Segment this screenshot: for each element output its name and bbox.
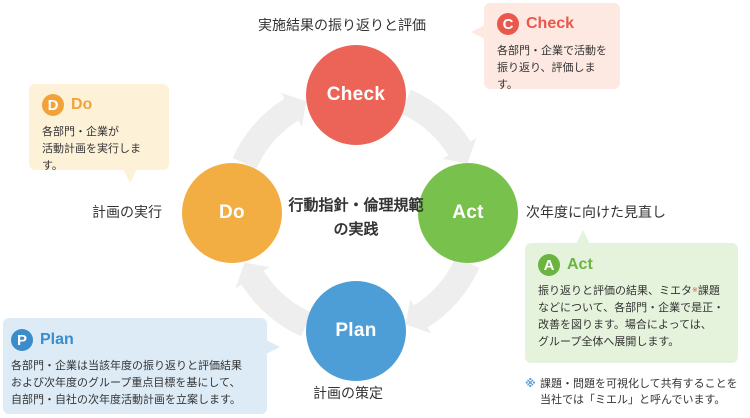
footnote: ※ 課題・問題を可視化して共有することを 当社では「ミエル」と呼んでいます。 (525, 376, 747, 408)
do-callout-header: D Do (42, 94, 159, 116)
center-title-line-2: の実践 (333, 220, 379, 238)
plan-caption: 計画の策定 (313, 386, 383, 402)
footnote-line: 当社では「ミエル」と呼んでいます。 (540, 393, 726, 406)
plan-callout-title: Plan (40, 331, 74, 348)
check-callout-title: Check (526, 15, 575, 32)
plan-circle: Plan (306, 281, 406, 381)
plan-circle-label: Plan (335, 320, 377, 341)
do-callout-line: 活動計画を実行します。 (42, 142, 141, 172)
footnote-text: 課題・問題を可視化して共有することを 当社では「ミエル」と呼んでいます。 (525, 376, 747, 408)
plan-callout: P Plan 各部門・企業は当該年度の振り返りと評価結果 および次年度のグループ… (3, 318, 280, 414)
act-callout-line: 振り返りと評価の結果、ミエタ※課題 (538, 282, 728, 299)
act-callout-line: グループ全体へ展開します。 (538, 335, 680, 348)
check-circle-label: Check (326, 84, 386, 105)
act-callout-line: 改善を図ります。場合によっては、 (538, 318, 712, 331)
do-callout: D Do 各部門・企業が 活動計画を実行します。 (29, 84, 169, 183)
act-caption: 次年度に向けた見直し (526, 205, 666, 221)
act-circle: Act (418, 163, 518, 263)
act-callout: A Act 振り返りと評価の結果、ミエタ※課題 などについて、各部門・企業で是正… (525, 230, 738, 363)
ring-arrows (232, 89, 480, 337)
plan-badge-icon: P (11, 329, 33, 351)
check-callout-tail (471, 25, 485, 39)
act-callout-line-text: 振り返りと評価の結果、ミエタ (538, 284, 692, 297)
plan-callout-header: P Plan (11, 329, 257, 351)
footnote-asterisk: ※ (525, 377, 536, 390)
ring-arrow-check-to-act (400, 89, 477, 164)
plan-callout-line: および次年度のグループ重点目標を基にして、 (11, 376, 241, 389)
do-callout-body: 各部門・企業が 活動計画を実行します。 (42, 123, 159, 174)
ring-arrow-plan-to-do (235, 262, 312, 337)
do-callout-line: 各部門・企業が (42, 125, 119, 138)
act-circle-label: Act (452, 202, 484, 223)
check-circle: Check (306, 45, 406, 145)
plan-callout-line: 各部門・企業は当該年度の振り返りと評価結果 (11, 359, 242, 372)
check-callout-line: 各部門・企業で活動を (497, 44, 607, 57)
check-badge-icon: C (497, 13, 519, 35)
act-callout-line: などについて、各部門・企業で是正・ (538, 301, 725, 314)
act-badge-icon: A (538, 254, 560, 276)
check-callout-line: 振り返り、評価します。 (497, 61, 596, 91)
check-callout-header: C Check (497, 13, 610, 35)
act-callout-line-suffix: 課題 (697, 284, 720, 297)
do-callout-title: Do (71, 96, 93, 113)
do-circle: Do (182, 163, 282, 263)
do-callout-tail (123, 169, 137, 183)
asterisk-mark: ※ (692, 286, 698, 294)
act-callout-body: 振り返りと評価の結果、ミエタ※課題 などについて、各部門・企業で是正・ 改善を図… (538, 282, 728, 350)
do-badge-icon: D (42, 94, 64, 116)
act-callout-header: A Act (538, 254, 728, 276)
check-callout-body: 各部門・企業で活動を 振り返り、評価します。 (497, 42, 610, 93)
plan-callout-tail (266, 340, 280, 354)
check-callout: C Check 各部門・企業で活動を 振り返り、評価します。 (471, 3, 620, 91)
do-caption: 計画の実行 (92, 205, 162, 221)
center-title-line-1: 行動指針・倫理規範 (288, 196, 424, 214)
act-callout-title: Act (567, 256, 593, 273)
check-caption: 実施結果の振り返りと評価 (258, 18, 426, 34)
center-title: 行動指針・倫理規範 の実践 (276, 193, 436, 241)
plan-callout-body: 各部門・企業は当該年度の振り返りと評価結果 および次年度のグループ重点目標を基に… (11, 357, 257, 408)
act-callout-tail (576, 230, 590, 244)
footnote-line: 課題・問題を可視化して共有することを (540, 377, 738, 390)
do-circle-label: Do (219, 202, 245, 223)
ring-arrow-act-to-plan (405, 257, 480, 334)
ring-arrow-do-to-check (232, 92, 307, 169)
plan-callout-line: 自部門・自社の次年度活動計画を立案します。 (11, 393, 241, 406)
